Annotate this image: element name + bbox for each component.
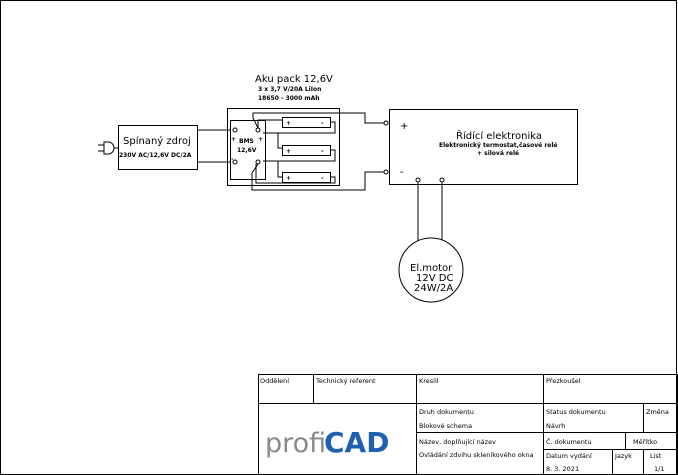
svg-text:List: List [650,452,662,460]
bms-label: BMS [239,138,254,145]
svg-text:Druh dokumentu: Druh dokumentu [419,408,474,416]
svg-text:Název, doplňující název: Název, doplňující název [419,438,496,446]
svg-text:Kreslil: Kreslil [419,377,439,385]
svg-text:-: - [400,167,404,178]
svg-text:-: - [321,120,324,127]
motor-block[interactable]: El.motor 12V DC 24W/2A [398,237,464,303]
proficad-logo: profi CAD [265,426,389,459]
svg-text:24W/2A: 24W/2A [414,283,453,294]
plug-icon [98,141,118,155]
bms-voltage: 12,6V [237,147,257,154]
battery-pack-spec1: 3 x 3,7 V/20A LiIon [258,86,321,93]
svg-text:Status dokumentu: Status dokumentu [546,408,606,416]
svg-text:+: + [286,120,291,127]
svg-text:Jazyk: Jazyk [614,452,632,460]
power-supply-block[interactable]: Spínaný zdroj 230V AC/12,6V DC/2A [118,125,198,170]
svg-text:profi: profi [265,428,326,459]
svg-text:+: + [400,121,408,132]
svg-text:Blokové schema: Blokové schema [419,422,472,430]
svg-text:CAD: CAD [324,426,389,459]
svg-text:+: + [286,175,291,182]
svg-text:Návrh: Návrh [546,422,565,430]
control-sub2: + silová relé [477,150,519,157]
svg-text:Přezkoušel: Přezkoušel [546,377,581,385]
svg-text:Ovládání zdvihu skleníkového o: Ovládání zdvihu skleníkového okna [419,451,534,459]
svg-text:+: + [286,148,291,155]
power-supply-title: Spínaný zdroj [123,135,191,147]
control-sub1: Elektronický termostat,časové relé [439,142,557,149]
svg-text:+: + [258,136,263,143]
battery-pack-title: Aku pack 12,6V [255,74,333,85]
bms-module [230,120,266,180]
svg-text:-: - [321,148,324,155]
svg-text:Oddělení: Oddělení [260,377,289,385]
svg-text:+: + [231,136,236,143]
battery-pack-block[interactable]: Aku pack 12,6V 3 x 3,7 V/20A LiIon 18650… [227,74,385,191]
svg-text:Technický referent: Technický referent [315,377,376,385]
svg-text:1/1: 1/1 [654,465,664,473]
svg-text:El.motor: El.motor [410,263,453,274]
svg-text:Datum vydání: Datum vydání [546,452,592,460]
control-title: Řídící elektronika [456,129,542,142]
power-supply-spec: 230V AC/12,6V DC/2A [119,152,192,159]
control-electronics-block[interactable]: + - Řídící elektronika Elektronický term… [383,109,578,185]
svg-text:8. 3. 2021: 8. 3. 2021 [546,465,579,473]
svg-text:-: - [231,156,234,163]
svg-text:12V DC: 12V DC [416,273,453,284]
svg-text:Měřítko: Měřítko [633,438,657,446]
title-block: Oddělení Technický referent Kreslil Přez… [258,374,678,475]
svg-text:-: - [321,175,324,182]
svg-text:Č. dokumentu: Č. dokumentu [546,437,592,446]
svg-text:Změna: Změna [646,408,669,416]
battery-pack-spec2: 18650 - 3000 mAh [258,95,320,102]
